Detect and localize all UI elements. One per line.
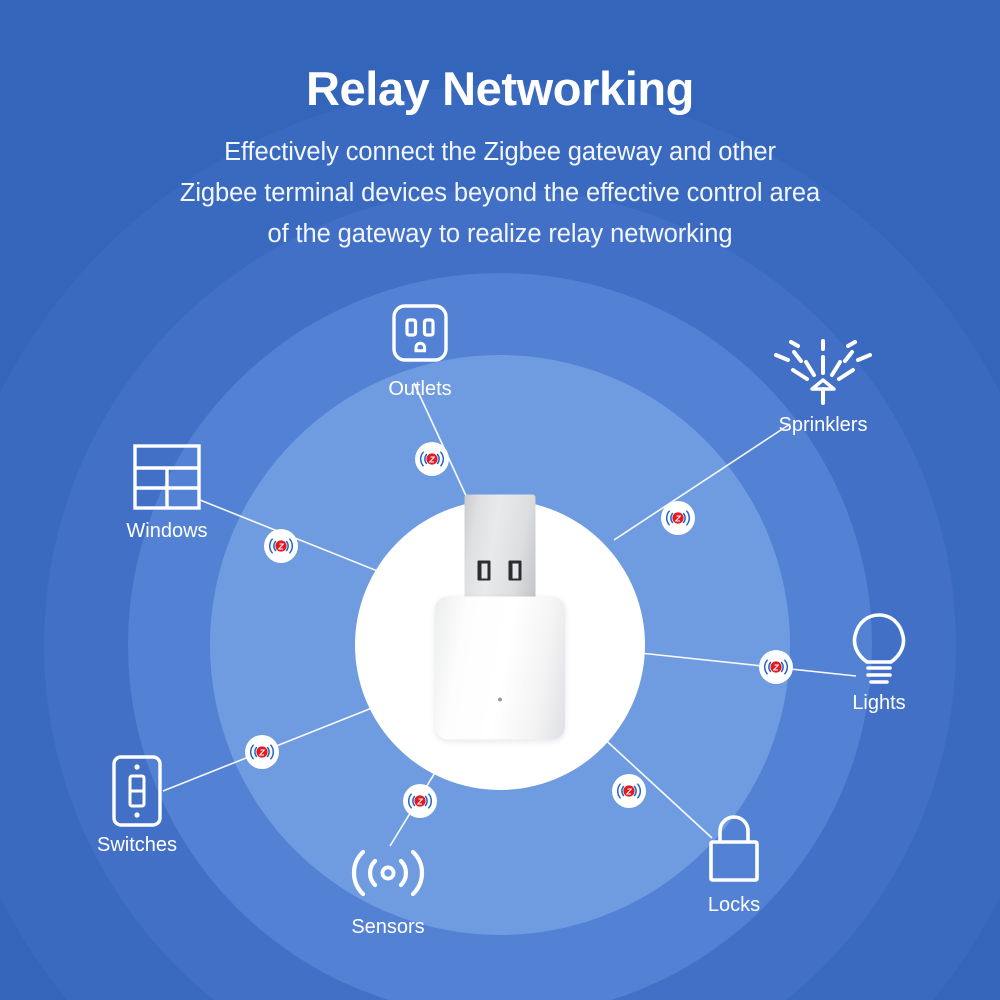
svg-text:Z: Z — [772, 663, 779, 673]
zigbee-relay-node-locks[interactable]: Z — [612, 774, 646, 808]
device-label-outlets: Outlets — [388, 378, 452, 400]
device-lights[interactable]: Lights — [804, 610, 954, 715]
zigbee-icon: Z — [249, 744, 275, 760]
device-label-switches: Switches — [96, 834, 178, 856]
sprinkler-icon — [748, 332, 898, 410]
device-sensors[interactable]: Sensors — [313, 834, 463, 939]
zigbee-icon: Z — [616, 783, 642, 799]
device-label-lights: Lights — [852, 692, 906, 714]
device-sprinklers[interactable]: Sprinklers — [748, 332, 898, 437]
zigbee-relay-node-switches[interactable]: Z — [245, 735, 279, 769]
device-label-locks: Locks — [707, 894, 761, 916]
header: Relay Networking Effectively connect the… — [0, 0, 1000, 255]
padlock-icon — [659, 812, 809, 890]
light-switch-icon — [62, 752, 212, 830]
zigbee-relay-node-outlets[interactable]: Z — [415, 442, 449, 476]
svg-text:Z: Z — [277, 542, 284, 552]
page-title: Relay Networking — [306, 62, 694, 115]
subtitle-line-1: Effectively connect the Zigbee gateway a… — [224, 138, 776, 167]
zigbee-icon: Z — [665, 510, 691, 526]
svg-text:Z: Z — [428, 455, 435, 465]
device-locks[interactable]: Locks — [659, 812, 809, 917]
zigbee-relay-node-sensors[interactable]: Z — [403, 784, 437, 818]
zigbee-relay-node-lights[interactable]: Z — [759, 650, 793, 684]
zigbee-relay-node-windows[interactable]: Z — [264, 529, 298, 563]
zigbee-usb-dongle — [435, 494, 565, 740]
device-label-sprinklers: Sprinklers — [778, 414, 868, 436]
subtitle-line-3: of the gateway to realize relay networki… — [267, 220, 733, 249]
svg-text:Z: Z — [625, 787, 632, 797]
outlet-icon — [345, 296, 495, 374]
zigbee-icon: Z — [268, 538, 294, 554]
zigbee-relay-node-sprinklers[interactable]: Z — [661, 501, 695, 535]
usb-connector — [464, 494, 536, 613]
dongle-body — [435, 596, 565, 740]
device-windows[interactable]: Windows — [92, 438, 242, 543]
page-subtitle: Effectively connect the Zigbee gateway a… — [0, 132, 1000, 255]
svg-text:Z: Z — [674, 514, 681, 524]
usb-contact-slot-left — [477, 560, 491, 581]
svg-text:Z: Z — [258, 748, 265, 758]
svg-text:Z: Z — [416, 797, 423, 807]
zigbee-icon: Z — [407, 793, 433, 809]
zigbee-icon: Z — [419, 451, 445, 467]
zigbee-icon: Z — [763, 659, 789, 675]
status-led — [498, 697, 502, 702]
sensor-signal-icon — [313, 834, 463, 912]
device-label-windows: Windows — [126, 520, 208, 542]
usb-contact-slot-right — [508, 560, 522, 581]
lightbulb-icon — [804, 610, 954, 688]
device-outlets[interactable]: Outlets — [345, 296, 495, 401]
device-label-sensors: Sensors — [351, 916, 425, 938]
window-icon — [92, 438, 242, 516]
device-switches[interactable]: Switches — [62, 752, 212, 857]
subtitle-line-2: Zigbee terminal devices beyond the effec… — [179, 179, 821, 208]
